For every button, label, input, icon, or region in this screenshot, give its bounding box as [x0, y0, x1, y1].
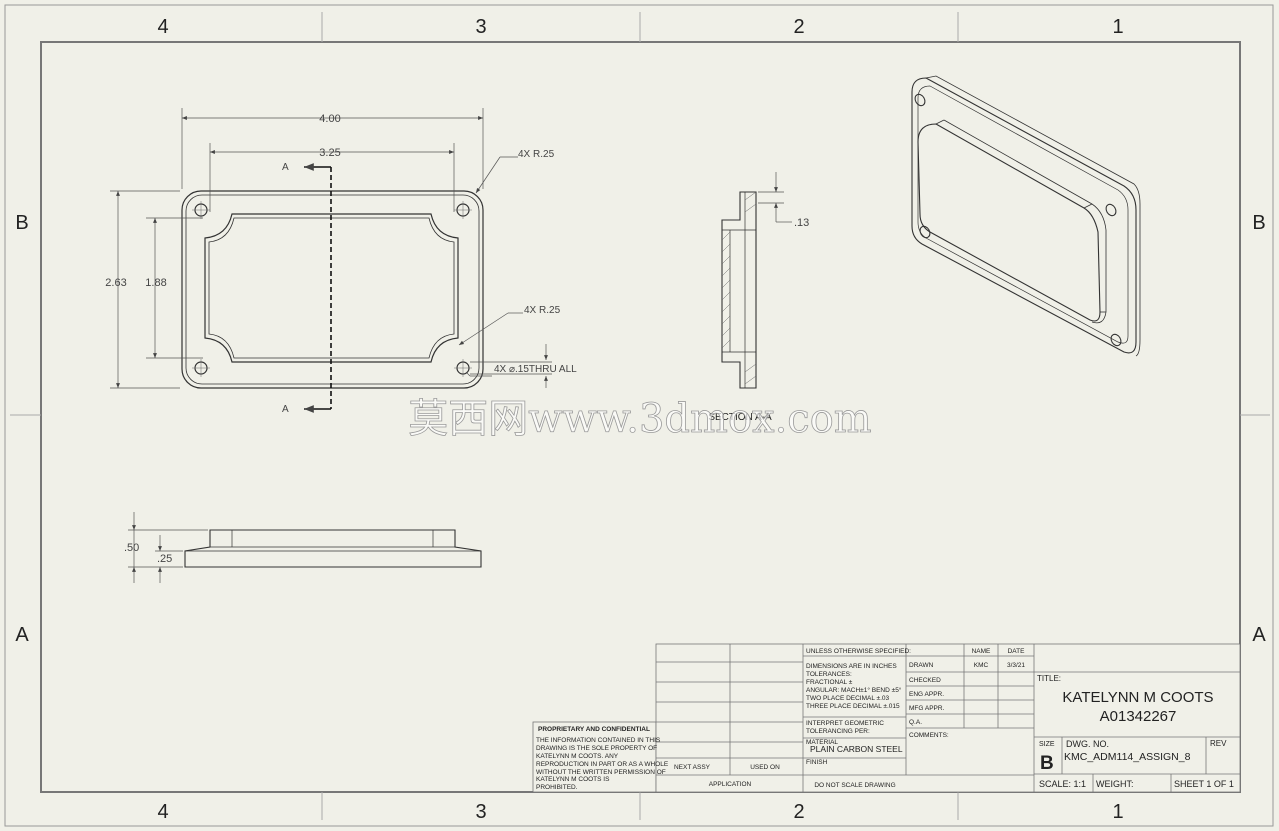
unless-specified-label: UNLESS OTHERWISE SPECIFIED: — [806, 648, 911, 655]
drawn-name: KMC — [974, 662, 989, 669]
dimensions-line-1: DIMENSIONS ARE IN INCHES — [806, 663, 897, 670]
dim-side-flange-height: .25 — [157, 553, 172, 565]
top-view-dimension-lines — [110, 108, 552, 389]
rev-label: REV — [1210, 739, 1227, 748]
outer-border — [4, 4, 1274, 827]
watermark-text: 莫西网www.3dmox.com — [408, 396, 871, 442]
comments-label: COMMENTS: — [909, 732, 949, 739]
application-label: APPLICATION — [709, 781, 752, 788]
proprietary-line-5: WITHOUT THE WRITTEN PERMISSION OF — [536, 769, 666, 776]
section-thickness-dimension — [758, 172, 792, 223]
material-label: MATERIAL — [806, 739, 838, 746]
side-view-dimension-lines — [128, 512, 208, 583]
dim-section-thickness: .13 — [794, 217, 809, 229]
title-line-2: A01342267 — [1100, 708, 1177, 725]
proprietary-line-1: THE INFORMATION CONTAINED IN THIS — [536, 737, 661, 744]
drawn-date: 3/3/21 — [1007, 662, 1025, 669]
title-block-grid — [532, 643, 1241, 793]
dim-inner-width: 3.25 — [319, 147, 340, 159]
dimensions-line-6: THREE PLACE DECIMAL ±.015 — [806, 703, 900, 710]
zone-row-left-a: A — [15, 624, 29, 646]
zone-col-top-1: 1 — [1112, 16, 1123, 38]
section-view — [721, 191, 757, 389]
zone-row-right-a: A — [1252, 624, 1266, 646]
proprietary-line-7: PROHIBITED. — [536, 784, 578, 791]
drawn-label: DRAWN — [909, 662, 934, 669]
dimensions-line-2: TOLERANCES: — [806, 671, 852, 678]
qa-label: Q.A. — [909, 719, 922, 726]
zone-row-right-b: B — [1252, 212, 1265, 234]
proprietary-title: PROPRIETARY AND CONFIDENTIAL — [538, 726, 650, 733]
scale-label: SCALE: 1:1 — [1039, 779, 1086, 789]
next-assy-label: NEXT ASSY — [674, 764, 711, 771]
dim-overall-height: 2.63 — [105, 277, 126, 289]
weight-label: WEIGHT: — [1096, 779, 1134, 789]
checked-label: CHECKED — [909, 677, 941, 684]
isometric-view — [911, 75, 1141, 357]
side-view — [184, 529, 482, 568]
proprietary-line-2: DRAWING IS THE SOLE PROPERTY OF — [536, 745, 657, 752]
eng-appr-label: ENG APPR. — [909, 691, 944, 698]
dim-outer-radius: 4X R.25 — [518, 149, 555, 160]
section-cut-line — [304, 163, 332, 413]
dim-overall-width: 4.00 — [319, 113, 340, 125]
size-value: B — [1040, 753, 1054, 774]
date-header: DATE — [1008, 648, 1026, 655]
section-marker-bottom: A — [282, 404, 289, 415]
sheet-label: SHEET 1 OF 1 — [1174, 779, 1234, 789]
zone-col-top-2: 2 — [793, 16, 804, 38]
section-marker-top: A — [282, 162, 289, 173]
proprietary-line-3: KATELYNN M COOTS. ANY — [536, 753, 619, 760]
size-label: SIZE — [1039, 741, 1055, 748]
do-not-scale-label: DO NOT SCALE DRAWING — [814, 782, 895, 789]
top-view — [181, 190, 484, 389]
used-on-label: USED ON — [750, 764, 780, 771]
dim-hole-callout: 4X ⌀.15THRU ALL — [494, 364, 577, 375]
zone-row-left-b: B — [15, 212, 28, 234]
mfg-appr-label: MFG APPR. — [909, 705, 945, 712]
dim-side-total-height: .50 — [124, 542, 139, 554]
zone-col-bottom-2: 2 — [793, 801, 804, 823]
proprietary-line-6: KATELYNN M COOTS IS — [536, 776, 610, 783]
zone-ticks — [10, 12, 1270, 820]
dwg-no-value: KMC_ADM114_ASSIGN_8 — [1064, 751, 1191, 763]
zone-col-top-3: 3 — [475, 16, 486, 38]
title-line-1: KATELYNN M COOTS — [1062, 689, 1213, 706]
title-label: TITLE: — [1037, 674, 1061, 683]
section-view-label: SECTION A-A — [708, 412, 772, 423]
proprietary-line-4: REPRODUCTION IN PART OR AS A WHOLE — [536, 761, 669, 768]
zone-col-bottom-4: 4 — [157, 801, 168, 823]
dim-inner-radius: 4X R.25 — [524, 305, 561, 316]
name-header: NAME — [972, 648, 991, 655]
dim-inner-height: 1.88 — [145, 277, 166, 289]
dwg-no-label: DWG. NO. — [1066, 739, 1109, 749]
zone-col-bottom-1: 1 — [1112, 801, 1123, 823]
finish-label: FINISH — [806, 759, 828, 766]
dimensions-line-3: FRACTIONAL ± — [806, 679, 853, 686]
dimensions-line-5: TWO PLACE DECIMAL ±.03 — [806, 695, 890, 702]
geometric-line-1: INTERPRET GEOMETRIC — [806, 720, 884, 727]
zone-col-top-4: 4 — [157, 16, 168, 38]
dimensions-line-4: ANGULAR: MACH±1° BEND ±5° — [806, 686, 902, 694]
zone-col-bottom-3: 3 — [475, 801, 486, 823]
material-value: PLAIN CARBON STEEL — [810, 744, 903, 754]
geometric-line-2: TOLERANCING PER: — [806, 728, 870, 735]
